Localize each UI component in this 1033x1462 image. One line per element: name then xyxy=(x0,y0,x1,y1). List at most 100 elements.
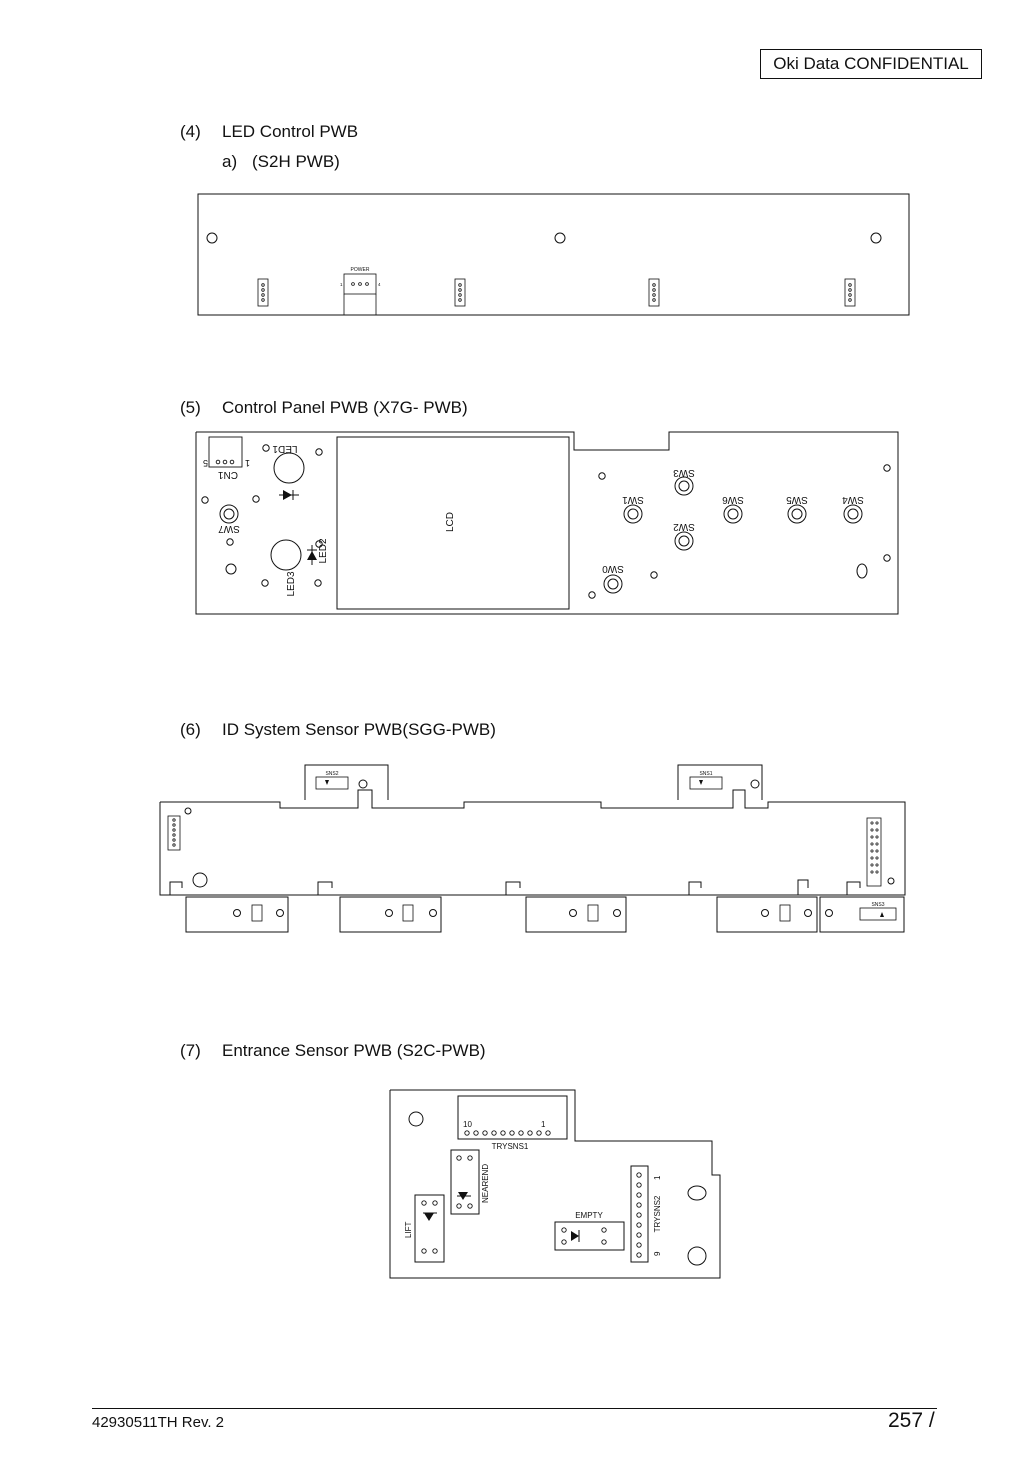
x7g-switch-sw5[interactable] xyxy=(787,504,807,524)
s2c-trysns1-connector xyxy=(457,1095,568,1140)
x7g-sw7-label: SW7 xyxy=(218,523,240,534)
s2c-trysns1-pin10: 10 xyxy=(463,1120,472,1129)
sgg-top-tab-right xyxy=(677,764,763,800)
section-4a-heading: a)(S2H PWB) xyxy=(222,152,340,172)
x7g-switch-sw6[interactable] xyxy=(723,504,743,524)
section-6-heading: (6) ID System Sensor PWB(SGG-PWB) xyxy=(180,720,496,740)
diode-icon xyxy=(279,490,299,500)
s2c-pwb-board: 10 1 TRYSNS1 NEAREND LIFT xyxy=(389,1089,721,1279)
s2c-trysns2-connector xyxy=(630,1165,649,1263)
s2c-trysns1-label: TRYSNS1 xyxy=(492,1142,529,1151)
section-6-title: ID System Sensor PWB(SGG-PWB) xyxy=(222,720,496,739)
x7g-cn1-pin5: 5 xyxy=(203,458,208,468)
section-7-title: Entrance Sensor PWB (S2C-PWB) xyxy=(222,1041,486,1060)
document-id: 42930511TH Rev. 2 xyxy=(92,1414,225,1431)
sgg-bottom-sensor xyxy=(779,904,791,922)
x7g-sw4-label: SW4 xyxy=(842,494,864,505)
s2h-mount-hole xyxy=(554,232,566,244)
diode-icon xyxy=(307,545,317,565)
s2h-pwb-board: POWER 1 4 xyxy=(197,193,910,316)
s2c-trysns1-pin1: 1 xyxy=(541,1120,546,1129)
s2h-led-connector xyxy=(648,278,660,307)
sgg-bottom-tab xyxy=(525,896,627,933)
section-6-number: (6) xyxy=(180,720,201,739)
s2c-empty-sensor xyxy=(554,1221,625,1251)
x7g-led1-label: LED1 xyxy=(272,443,297,454)
x7g-sw5-label: SW5 xyxy=(786,494,808,505)
s2c-lift-sensor xyxy=(414,1194,445,1263)
x7g-sw0-label: SW0 xyxy=(602,563,624,574)
x7g-led3 xyxy=(270,539,302,571)
section-7-heading: (7) Entrance Sensor PWB (S2C-PWB) xyxy=(180,1041,486,1061)
sgg-bottom-tab xyxy=(185,896,289,933)
section-4-title: LED Control PWB xyxy=(222,122,359,141)
sgg-bottom-sensor xyxy=(251,904,263,922)
x7g-cn1-label: CN1 xyxy=(218,469,238,480)
footer-rule xyxy=(92,1408,937,1409)
s2h-led-connector xyxy=(257,278,269,307)
x7g-sw1-label: SW1 xyxy=(622,494,644,505)
x7g-lcd-label: LCD xyxy=(445,512,456,532)
sgg-sns3-label: SNS3 xyxy=(871,902,884,908)
page-number: 257 / xyxy=(888,1409,935,1432)
sgg-pwb-board: SNS2 SNS1 xyxy=(159,764,906,933)
x7g-switch-sw2[interactable] xyxy=(674,531,694,551)
x7g-led2-label: LED2 xyxy=(318,538,329,563)
sgg-top-tab-left xyxy=(304,764,389,800)
section-7-number: (7) xyxy=(180,1041,201,1060)
sgg-left-connector xyxy=(167,815,181,851)
sgg-right-connector xyxy=(866,817,882,887)
s2c-board-outline xyxy=(389,1089,721,1279)
x7g-sw6-label: SW6 xyxy=(722,494,744,505)
x7g-switch-sw7[interactable] xyxy=(219,504,239,524)
section-5-number: (5) xyxy=(180,398,201,417)
x7g-led1 xyxy=(273,452,305,484)
s2h-mount-hole xyxy=(870,232,882,244)
section-5-heading: (5) Control Panel PWB (X7G- PWB) xyxy=(180,398,468,418)
s2c-nearend-label: NEAREND xyxy=(481,1164,490,1203)
section-4a-number: a) xyxy=(222,152,238,171)
s2h-board-outline xyxy=(197,193,910,316)
section-4-number: (4) xyxy=(180,122,201,141)
x7g-switch-sw0[interactable] xyxy=(603,574,623,594)
x7g-led3-label: LED3 xyxy=(286,571,297,596)
s2c-trysns2-pin9: 9 xyxy=(653,1251,662,1256)
s2h-power-label: POWER xyxy=(351,267,370,273)
s2h-power-pin-one: 1 xyxy=(340,282,343,287)
s2c-nearend-sensor xyxy=(450,1149,480,1215)
s2c-trysns2-label: TRYSNS2 xyxy=(653,1195,662,1232)
sgg-bottom-tab xyxy=(339,896,442,933)
sgg-sensor-sns2 xyxy=(315,776,349,790)
s2h-mount-hole xyxy=(206,232,218,244)
s2c-lift-label: LIFT xyxy=(404,1221,413,1238)
sgg-sensor-sns1 xyxy=(689,776,723,790)
diode-icon xyxy=(423,1212,437,1221)
sgg-sns1-label: SNS1 xyxy=(699,771,712,777)
section-5-title: Control Panel PWB (X7G- PWB) xyxy=(222,398,468,417)
s2c-empty-label: EMPTY xyxy=(575,1211,603,1220)
x7g-switch-sw3[interactable] xyxy=(674,476,694,496)
diode-icon xyxy=(571,1230,580,1242)
s2h-led-connector xyxy=(844,278,856,307)
x7g-switch-sw4[interactable] xyxy=(843,504,863,524)
x7g-lcd-area xyxy=(336,436,570,610)
x7g-sw2-label: SW2 xyxy=(673,521,695,532)
x7g-board-outline xyxy=(195,431,899,615)
s2h-power-connector xyxy=(343,273,377,315)
sgg-bottom-tab xyxy=(716,896,818,933)
diode-icon xyxy=(457,1192,471,1200)
sgg-sensor-sns3 xyxy=(859,907,897,921)
x7g-cn1-pin1: 1 xyxy=(245,458,250,468)
sgg-board-outline xyxy=(159,789,906,896)
x7g-sw3-label: SW3 xyxy=(673,467,695,478)
x7g-pwb-board: LCD CN1 1 5 LED1 LED3 LED2 xyxy=(195,431,899,615)
x7g-cn1-connector xyxy=(208,436,243,468)
sgg-bottom-sensor xyxy=(587,904,599,922)
confidential-label: Oki Data CONFIDENTIAL xyxy=(760,49,982,79)
x7g-switch-sw1[interactable] xyxy=(623,504,643,524)
s2h-power-pin-four: 4 xyxy=(378,282,381,287)
sgg-bottom-sensor xyxy=(402,904,414,922)
section-4-heading: (4) LED Control PWB xyxy=(180,122,358,142)
s2h-led-connector xyxy=(454,278,466,307)
